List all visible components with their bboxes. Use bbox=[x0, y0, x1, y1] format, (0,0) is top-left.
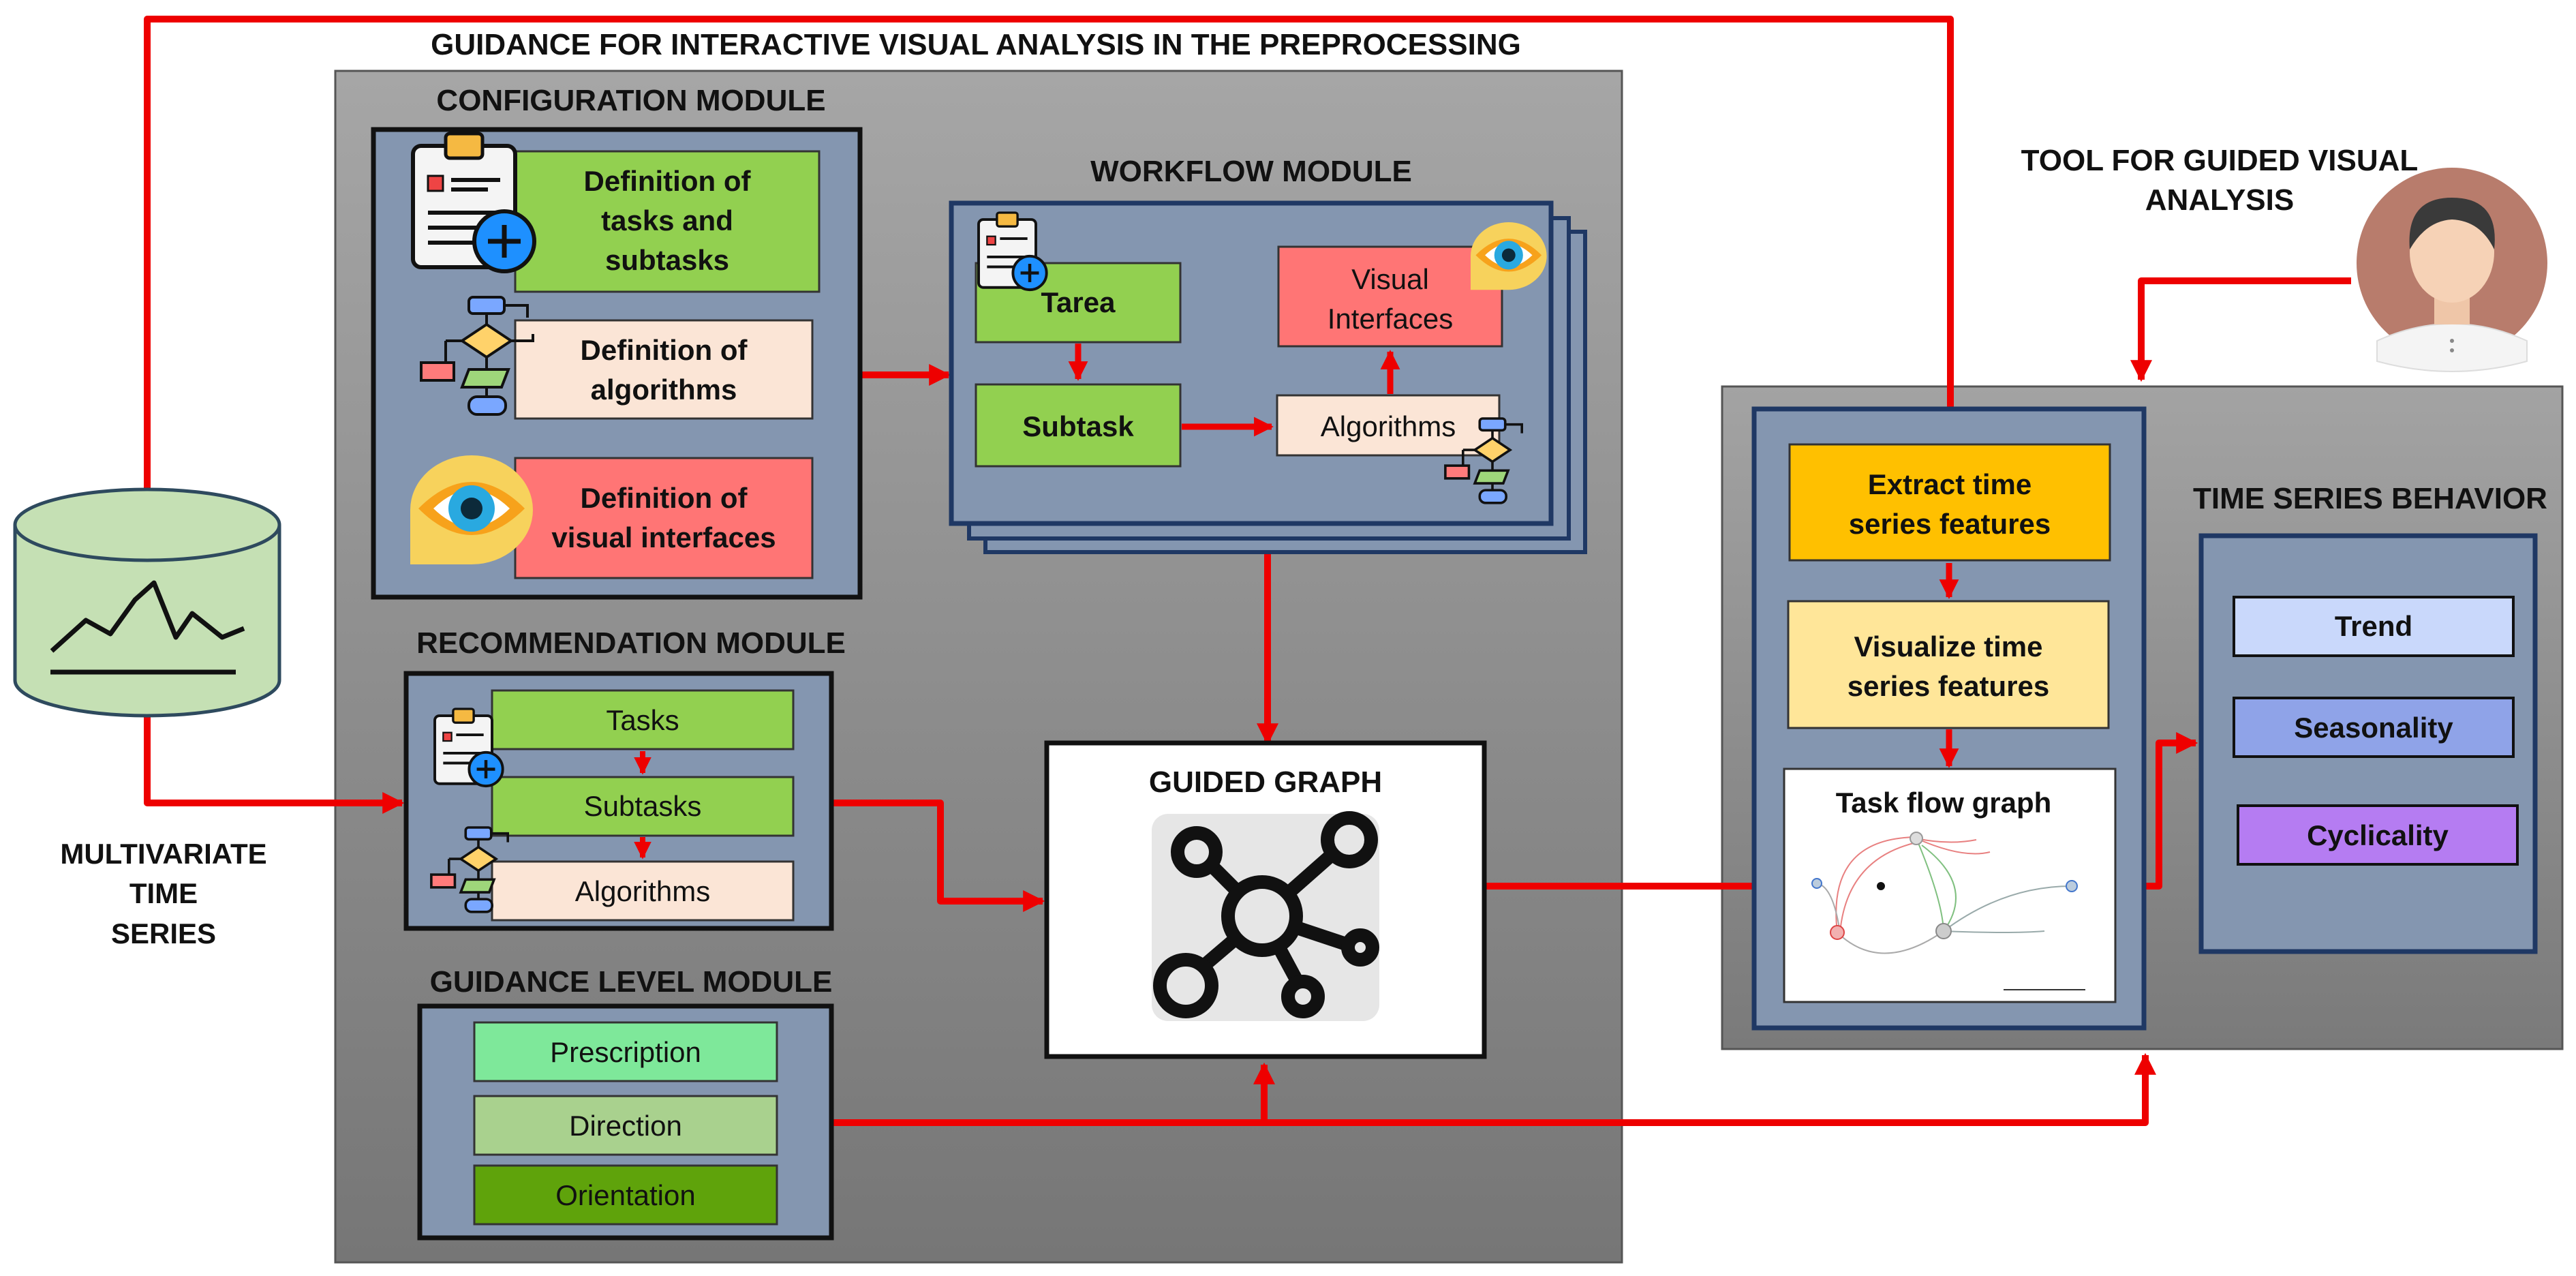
recommendation-tasks-label: Tasks bbox=[606, 704, 679, 736]
workflow-algorithms bbox=[1276, 394, 1501, 457]
workflow-tarea-label: Tarea bbox=[1041, 286, 1116, 318]
network-graph-icon bbox=[1153, 811, 1379, 1018]
database-cylinder bbox=[13, 525, 281, 718]
behavior-cyclicality bbox=[2237, 804, 2519, 866]
workflow-subtask bbox=[975, 383, 1182, 468]
behavior-cyclicality-label: Cyclicality bbox=[2307, 819, 2449, 851]
tool-extract bbox=[1788, 443, 2111, 562]
arrow-recommendation-to-graph bbox=[833, 800, 1045, 913]
database-label-2: TIME bbox=[129, 877, 198, 909]
workflow-subtask-label: Subtask bbox=[1022, 410, 1134, 442]
behavior-seasonality bbox=[2233, 697, 2515, 758]
tool-visualize-line1: Visualize time bbox=[1854, 631, 2042, 663]
recommendation-module-title: RECOMMENDATION MODULE bbox=[416, 626, 846, 660]
arrow-guidance-to-tool bbox=[833, 1052, 2157, 1126]
arrow-user-to-tool bbox=[2130, 277, 2351, 382]
workflow-visual-line1: Visual bbox=[1351, 263, 1429, 295]
config-item-algorithms-line2: algorithms bbox=[591, 374, 737, 406]
config-item-algorithms-line1: Definition of bbox=[581, 334, 748, 366]
recommendation-subtasks-label: Subtasks bbox=[584, 790, 702, 822]
config-item-tasks-line1: Definition of bbox=[584, 165, 752, 197]
task-flow-thumbnail bbox=[1811, 832, 2085, 990]
tool-extract-line2: series features bbox=[1849, 508, 2051, 540]
configuration-module-title: CONFIGURATION MODULE bbox=[436, 84, 825, 117]
config-item-visual-line1: Definition of bbox=[581, 482, 748, 514]
guided-graph-title: GUIDED GRAPH bbox=[1149, 765, 1382, 799]
arrow-db-to-recommendation bbox=[144, 717, 405, 815]
guidance-direction bbox=[473, 1095, 778, 1156]
clipboard-add-icon-small bbox=[977, 211, 1048, 292]
connectors bbox=[144, 16, 2351, 1126]
guidance-orientation-label: Orientation bbox=[555, 1179, 695, 1211]
tool-title-line2: ANALYSIS bbox=[2145, 183, 2294, 217]
flowchart-icon-small bbox=[1444, 417, 1523, 504]
eye-icon bbox=[410, 455, 533, 564]
database-label-3: SERIES bbox=[111, 917, 216, 950]
tool-visualize bbox=[1787, 600, 2110, 729]
clipboard-add-icon-recommendation bbox=[433, 708, 504, 788]
behavior-title: TIME SERIES BEHAVIOR bbox=[2193, 482, 2547, 515]
guidance-prescription-label: Prescription bbox=[550, 1036, 701, 1068]
database-label-1: MULTIVARIATE bbox=[60, 838, 266, 870]
tool-visualize-line2: series features bbox=[1847, 670, 2050, 702]
config-item-tasks-line3: subtasks bbox=[605, 244, 729, 276]
guidance-module-title: GUIDANCE LEVEL MODULE bbox=[430, 965, 833, 999]
guidance-prescription bbox=[473, 1021, 778, 1082]
flowchart-icon bbox=[420, 296, 534, 416]
database bbox=[13, 487, 281, 718]
eye-icon-small bbox=[1471, 222, 1547, 290]
database-top bbox=[13, 487, 281, 562]
recommendation-algorithms bbox=[491, 860, 795, 922]
tool-title-line1: TOOL FOR GUIDED VISUAL bbox=[2021, 144, 2419, 177]
top-title: GUIDANCE FOR INTERACTIVE VISUAL ANALYSIS… bbox=[431, 28, 1521, 61]
workflow-arrows bbox=[1068, 344, 1400, 437]
arrow-db-to-extract bbox=[144, 16, 1962, 491]
config-item-visual bbox=[514, 457, 814, 579]
workflow-module-title: WORKFLOW MODULE bbox=[1090, 155, 1412, 188]
config-item-algorithms bbox=[514, 319, 814, 420]
flowchart-icon-recommendation bbox=[430, 826, 509, 913]
workflow-visual-line2: Interfaces bbox=[1328, 303, 1453, 335]
guidance-orientation bbox=[473, 1164, 778, 1226]
clipboard-add-icon bbox=[411, 132, 536, 273]
guidance-direction-label: Direction bbox=[569, 1110, 682, 1142]
recommendation-subtasks bbox=[491, 776, 795, 837]
tool-extract-line1: Extract time bbox=[1868, 468, 2031, 500]
config-item-tasks-line2: tasks and bbox=[601, 204, 733, 237]
behavior-seasonality-label: Seasonality bbox=[2294, 712, 2453, 744]
user-avatar bbox=[2357, 168, 2547, 372]
behavior-trend bbox=[2233, 596, 2515, 657]
config-item-tasks bbox=[514, 150, 821, 293]
behavior-trend-label: Trend bbox=[2335, 610, 2412, 642]
task-flow-graph-title: Task flow graph bbox=[1836, 787, 2052, 819]
config-item-visual-line2: visual interfaces bbox=[551, 521, 776, 553]
workflow-algorithms-label: Algorithms bbox=[1321, 410, 1456, 442]
workflow-visual-interfaces bbox=[1277, 245, 1503, 348]
recommendation-tasks bbox=[491, 689, 795, 750]
recommendation-algorithms-label: Algorithms bbox=[575, 875, 710, 907]
line-chart-icon bbox=[50, 580, 245, 653]
